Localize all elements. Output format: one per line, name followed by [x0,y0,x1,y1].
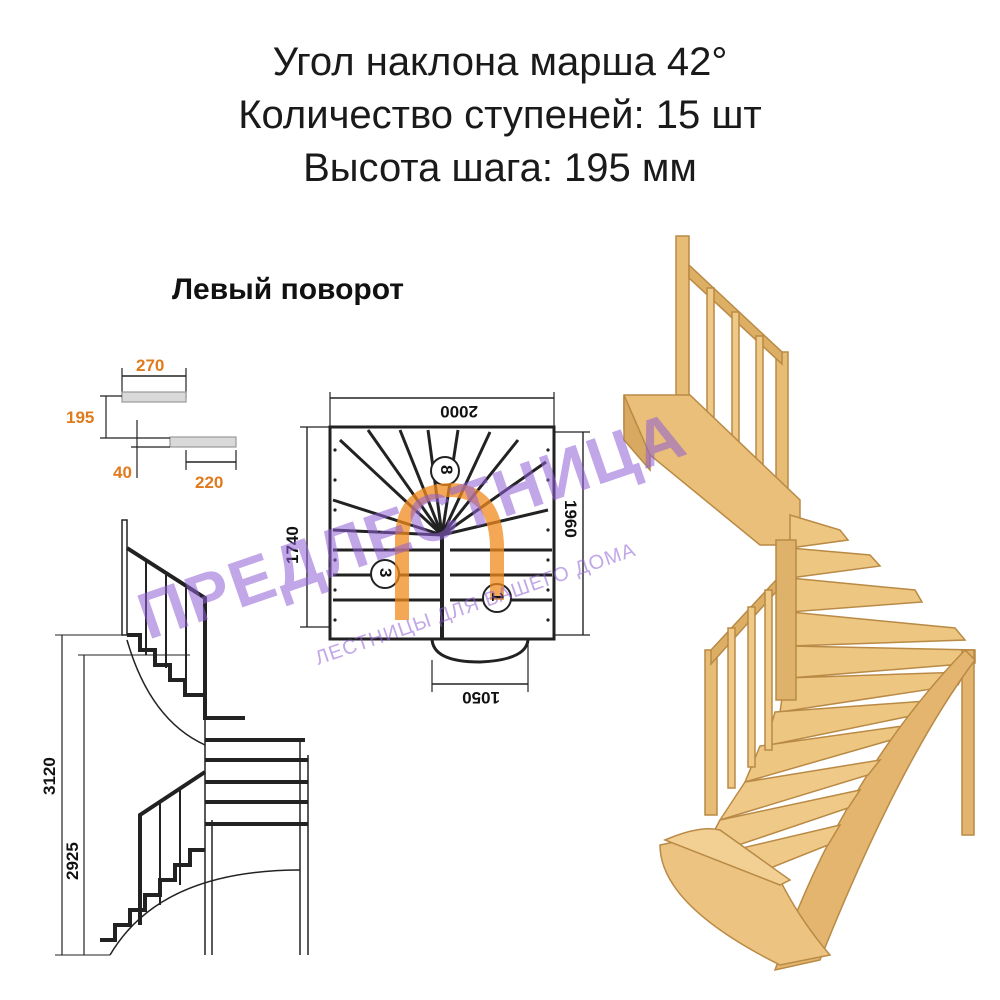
plan-view [300,392,590,692]
step-detail [100,368,237,478]
plan-depth-right-dim: 1960 [561,500,580,538]
step-mark-1: 1 [488,592,507,601]
tread-lower-dim: 220 [195,473,223,492]
rise-dim: 195 [66,408,94,427]
spec-step-count: Количество ступеней: 15 шт [238,93,762,137]
spec-slope: Угол наклона марша 42° [272,40,728,84]
plan-width-dim: 2000 [440,402,478,421]
floor-height-dim: 2925 [63,842,82,880]
total-height-dim: 3120 [40,757,59,795]
variant-label: Левый поворот [172,273,404,306]
tread-thickness-dim: 40 [113,463,132,482]
stair-illustration [623,235,976,972]
step-mark-8: 8 [437,465,456,474]
tread-upper-dim: 270 [136,356,164,375]
plan-depth-left-dim: 1740 [283,526,302,564]
elevation-view [55,519,309,956]
spec-step-height: Высота шага: 195 мм [303,146,697,190]
step-mark-3: 3 [376,568,395,577]
plan-bottom-dim: 1050 [462,688,500,707]
